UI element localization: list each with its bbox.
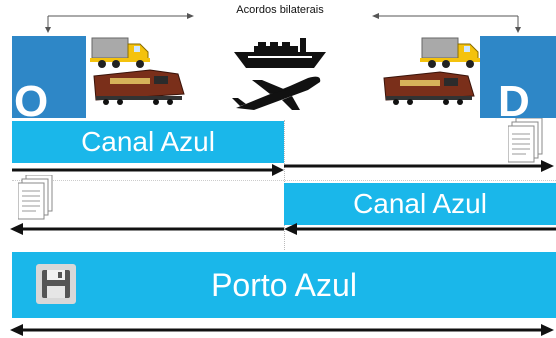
divider-horizontal [12,180,556,181]
arrow-icon [12,164,284,176]
arrow-icon [284,160,554,172]
origin-label: O [14,77,49,119]
truck-icon [90,37,150,68]
inbound-channel-label: Canal Azul [353,188,487,219]
floppy-disk-icon [36,264,76,304]
inbound-channel: Canal Azul [284,183,556,225]
port-band: Porto Azul [12,252,556,318]
agreement-bracket [45,13,521,33]
origin-block: O [12,36,86,118]
outbound-channel: Canal Azul [12,121,284,163]
train-icon [93,69,185,105]
truck-icon [420,37,480,68]
airplane-icon [232,76,321,110]
train-icon [383,71,475,105]
agreements-note: Acordos bilaterais [236,4,324,16]
destination-label: D [498,77,530,119]
document-icon [18,175,53,220]
document-icon [508,118,543,163]
arrow-icon [10,223,284,235]
port-label: Porto Azul [211,266,357,303]
ship-icon [234,38,326,68]
outbound-channel-label: Canal Azul [81,126,215,157]
arrow-icon [284,223,556,235]
arrow-icon [10,324,554,336]
destination-block: D [480,36,556,118]
